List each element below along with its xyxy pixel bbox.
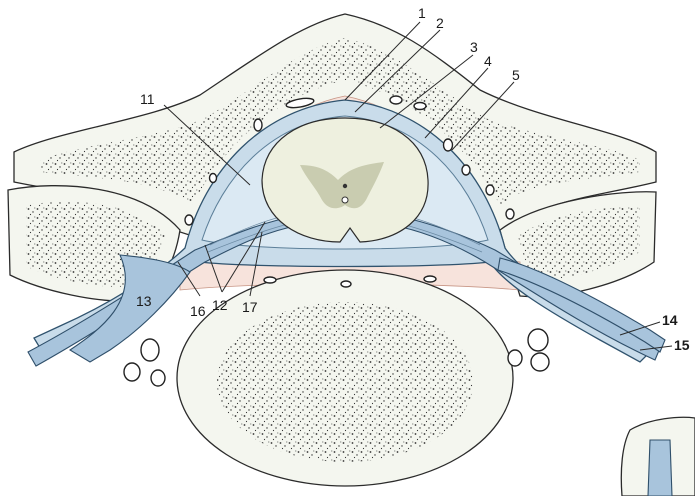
label-15: 15 xyxy=(674,337,690,353)
label-4: 4 xyxy=(484,53,492,69)
label-3: 3 xyxy=(470,39,478,55)
label-11: 11 xyxy=(140,91,155,107)
spinal-cord xyxy=(262,118,428,242)
label-2: 2 xyxy=(436,15,444,31)
label-17: 17 xyxy=(242,299,258,315)
label-12: 12 xyxy=(212,297,228,313)
label-13: 13 xyxy=(136,293,152,309)
label-5: 5 xyxy=(512,67,520,83)
inset-fragment xyxy=(621,417,695,496)
label-16: 16 xyxy=(190,303,206,319)
label-14: 14 xyxy=(662,312,678,328)
label-1: 1 xyxy=(418,5,426,21)
